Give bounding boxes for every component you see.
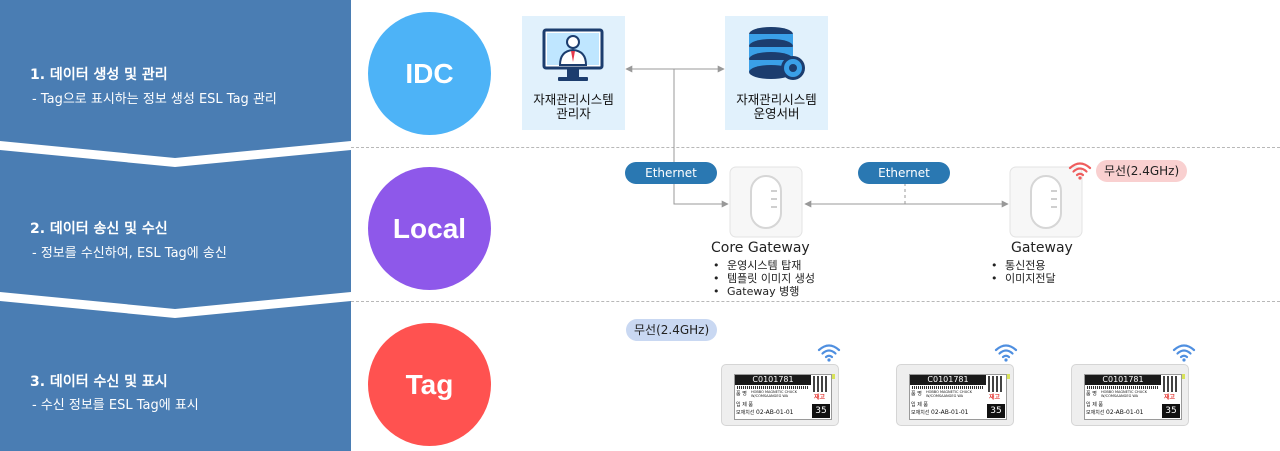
esl-tag-product-2: W/COMSAANGEG WA bbox=[1101, 394, 1139, 398]
esl-tag-code: C0101781 bbox=[927, 375, 969, 384]
database-gear-icon bbox=[749, 27, 805, 80]
esl-tag-product-1: HOBBO MAGNETIC CHUCK bbox=[1101, 390, 1147, 394]
gateway-feature: 통신전용 bbox=[991, 259, 1056, 272]
esl-tag-row-2-label: 입 제 품 bbox=[736, 402, 753, 408]
esl-tag-header: C0101781 bbox=[1085, 375, 1161, 385]
esl-tag-quantity: 35 bbox=[987, 404, 1005, 418]
esl-tag-name-label: 품 명 bbox=[1086, 391, 1097, 397]
zone-local-circle: Local bbox=[368, 167, 491, 290]
zone-local-label: Local bbox=[392, 212, 467, 244]
esl-tag-product-1: HOBBO MAGNETIC CHUCK bbox=[751, 390, 797, 394]
esl-tag-qr-icon bbox=[1163, 376, 1179, 392]
step-2-desc: - 정보를 수신하여, ESL Tag에 송신 bbox=[32, 246, 227, 261]
zone-idc-circle: IDC bbox=[368, 12, 491, 135]
esl-tag-screen: C0101781 품 명 HOBBO MAGNETIC CHUCK W/COMS… bbox=[909, 374, 1007, 420]
esl-tag-product-2: W/COMSAANGEG WA bbox=[751, 394, 789, 398]
wifi-blue-icon bbox=[817, 344, 841, 362]
esl-tag-barcode bbox=[912, 386, 984, 389]
esl-tag-location: 02-AB-01-01 bbox=[1106, 409, 1144, 416]
esl-tag-row-3-label: 모재치선 bbox=[911, 410, 930, 416]
core-uplink-line bbox=[673, 69, 729, 208]
esl-tag-header: C0101781 bbox=[735, 375, 811, 385]
esl-tag-barcode bbox=[737, 386, 809, 389]
esl-tag-qr-icon bbox=[988, 376, 1004, 392]
wireless-pill-tag: 무선(2.4GHz) bbox=[626, 319, 718, 341]
admin-box: 자재관리시스템 관리자 bbox=[522, 16, 625, 130]
wifi-red-icon bbox=[1068, 162, 1092, 180]
core-gateway-feature: 운영시스템 탑재 bbox=[713, 259, 815, 272]
gateway-device-icon bbox=[1009, 166, 1083, 238]
esl-tag-1: C0101781 품 명 HOBBO MAGNETIC CHUCK W/COMS… bbox=[721, 364, 839, 426]
step-3-title: 3. 데이터 수신 및 표시 bbox=[30, 374, 168, 390]
core-gateway-name: Core Gateway bbox=[711, 240, 810, 256]
core-gateway-feature: Gateway 병행 bbox=[713, 285, 815, 298]
server-box: 자재관리시스템 운영서버 bbox=[725, 16, 828, 130]
esl-tag-stock-label: 재고 bbox=[814, 394, 826, 401]
esl-tag-3: C0101781 품 명 HOBBO MAGNETIC CHUCK W/COMS… bbox=[1071, 364, 1189, 426]
esl-tag-location: 02-AB-01-01 bbox=[756, 409, 794, 416]
wifi-blue-icon bbox=[994, 344, 1018, 362]
core-gateway-device-icon bbox=[729, 166, 803, 238]
esl-tag-row-3-label: 모재치선 bbox=[1086, 410, 1105, 416]
esl-tag-header: C0101781 bbox=[910, 375, 986, 385]
esl-tag-stock-label: 재고 bbox=[989, 394, 1001, 401]
esl-tag-product-1: HOBBO MAGNETIC CHUCK bbox=[926, 390, 972, 394]
esl-tag-name-label: 품 명 bbox=[911, 391, 922, 397]
step-2-title: 2. 데이터 송신 및 수신 bbox=[30, 221, 168, 237]
esl-tag-2: C0101781 품 명 HOBBO MAGNETIC CHUCK W/COMS… bbox=[896, 364, 1014, 426]
ethernet-pill-1: Ethernet bbox=[625, 162, 717, 184]
esl-tag-row-3-label: 모재치선 bbox=[736, 410, 755, 416]
esl-tag-led bbox=[1007, 374, 1010, 379]
esl-tag-location: 02-AB-01-01 bbox=[931, 409, 969, 416]
esl-tag-name-label: 품 명 bbox=[736, 391, 747, 397]
step-1-bg bbox=[0, 0, 351, 158]
step-3-desc: - 수신 정보를 ESL Tag에 표시 bbox=[32, 398, 199, 413]
admin-label-1: 자재관리시스템 bbox=[533, 92, 614, 107]
esl-tag-led bbox=[832, 374, 835, 379]
step-3-bg bbox=[0, 301, 351, 451]
esl-tag-qr-icon bbox=[813, 376, 829, 392]
esl-tag-row-2-label: 입 제 품 bbox=[911, 402, 928, 408]
esl-tag-screen: C0101781 품 명 HOBBO MAGNETIC CHUCK W/COMS… bbox=[1084, 374, 1182, 420]
server-label-1: 자재관리시스템 bbox=[736, 92, 817, 107]
server-label-2: 운영서버 bbox=[753, 106, 800, 121]
zone-tag-label: Tag bbox=[405, 368, 454, 400]
esl-tag-code: C0101781 bbox=[752, 375, 794, 384]
ethernet-pill-2: Ethernet bbox=[858, 162, 950, 184]
esl-tag-stock-label: 재고 bbox=[1164, 394, 1176, 401]
zone-idc-label: IDC bbox=[405, 57, 454, 89]
esl-tag-screen: C0101781 품 명 HOBBO MAGNETIC CHUCK W/COMS… bbox=[734, 374, 832, 420]
gateway-name: Gateway bbox=[1011, 240, 1073, 256]
core-gateway-features: 운영시스템 탑재 템플릿 이미지 생성 Gateway 병행 bbox=[713, 259, 815, 298]
step-1-desc: - Tag으로 표시하는 정보 생성 ESL Tag 관리 bbox=[32, 92, 277, 107]
esl-tag-quantity: 35 bbox=[1162, 404, 1180, 418]
step-panel bbox=[0, 0, 351, 451]
gateway-features: 통신전용 이미지전달 bbox=[991, 259, 1056, 285]
esl-tag-led bbox=[1182, 374, 1185, 379]
esl-tag-product-2: W/COMSAANGEG WA bbox=[926, 394, 964, 398]
step-2-bg bbox=[0, 150, 351, 309]
zone-tag-circle: Tag bbox=[368, 323, 491, 446]
zone-divider-2 bbox=[351, 301, 1280, 302]
gateway-feature: 이미지전달 bbox=[991, 272, 1056, 285]
zone-divider-1 bbox=[351, 147, 1280, 148]
esl-tag-barcode bbox=[1087, 386, 1159, 389]
core-gateway-feature: 템플릿 이미지 생성 bbox=[713, 272, 815, 285]
wireless-pill-gateway: 무선(2.4GHz) bbox=[1096, 160, 1188, 182]
step-1-title: 1. 데이터 생성 및 관리 bbox=[30, 67, 168, 83]
esl-tag-code: C0101781 bbox=[1102, 375, 1144, 384]
admin-monitor-icon bbox=[542, 28, 604, 81]
admin-label-2: 관리자 bbox=[556, 106, 591, 121]
esl-tag-quantity: 35 bbox=[812, 404, 830, 418]
wifi-blue-icon bbox=[1172, 344, 1196, 362]
esl-tag-row-2-label: 입 제 품 bbox=[1086, 402, 1103, 408]
